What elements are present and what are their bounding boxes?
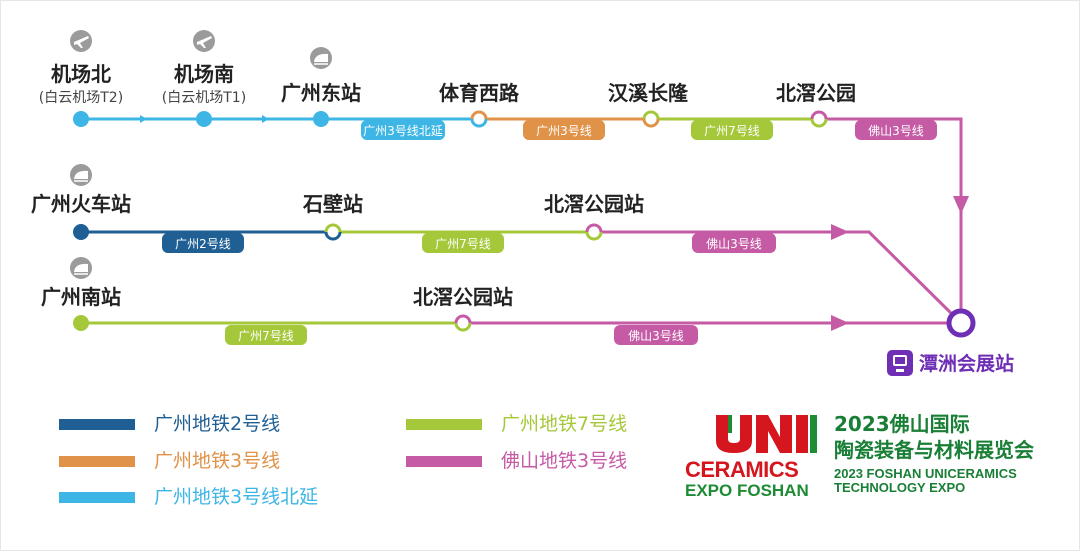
station-label-hanxi-changlong: 汉溪长隆 (608, 81, 689, 105)
legend-swatch-gz7 (406, 419, 482, 430)
transfer-beijiao-park-1-arc-b (810, 118, 828, 128)
transfer-beijiao-park-1-arc-a (810, 110, 828, 120)
transfer-beijiao-park-3-arc-b (454, 322, 472, 332)
segment-label-f3-row1-pill (855, 120, 937, 140)
segment-label-7-row2-pill (422, 233, 504, 253)
line-segment-f3-row1 (816, 117, 963, 323)
transfer-beijiao-park-2-arc-a (585, 223, 603, 233)
legend-label-gz7: 广州地铁7号线 (501, 413, 628, 435)
legend-swatch-fs3 (406, 456, 482, 467)
segment-label-2-text: 广州2号线 (175, 237, 231, 251)
station-label-shibi: 石壁站 (302, 192, 363, 216)
station-sublabel-jc-north: (白云机场T2) (39, 90, 123, 106)
uniceramics-logo: CERAMICS EXPO FOSHAN (684, 413, 824, 503)
expo-title-en-line2: TECHNOLOGY EXPO (834, 480, 966, 495)
station-label-gz-railway: 广州火车站 (31, 192, 131, 216)
transfer-hanxi-changlong-arc-b (642, 118, 660, 128)
station-dot-jc-south (196, 111, 212, 127)
segment-label-3-pill (523, 120, 605, 140)
station-dot-gz-south (73, 315, 89, 331)
station-label-beijiao-park-1: 北滘公园 (776, 81, 856, 105)
transfer-beijiao-park-3-arc-a (454, 314, 472, 324)
station-label-jc-south: 机场南 (174, 62, 234, 86)
segment-label-7-row2-text: 广州7号线 (435, 237, 491, 251)
segment-label-f3-row3-text: 佛山3号线 (628, 329, 684, 343)
expo-title-cn-line1: 2023佛山国际 (834, 412, 970, 436)
segment-label-7-row1-pill (691, 120, 773, 140)
segment-label-3-text: 广州3号线 (536, 124, 592, 138)
station-dot-jc-north (73, 111, 89, 127)
station-dot-gz-railway (73, 224, 89, 240)
train-icon-glyph (74, 263, 88, 272)
legend-swatch-gz3n (59, 492, 135, 503)
legend-swatch-gz2 (59, 419, 135, 430)
expo-title-en-line1: 2023 FOSHAN UNICERAMICS (834, 466, 1017, 481)
airplane-icon-glyph (197, 36, 212, 48)
direction-arrow-1 (140, 115, 147, 123)
segment-label-3n-text: 广州3号线北延 (363, 124, 443, 138)
transfer-shibi-arc-b (324, 231, 342, 241)
station-label-gz-south: 广州南站 (41, 285, 121, 309)
logo-word-expo-foshan: EXPO FOSHAN (685, 481, 809, 500)
train-icon-glyph (74, 170, 88, 179)
segment-label-7-row3-pill (225, 325, 307, 345)
legend-swatch-gz3 (59, 456, 135, 467)
transfer-hanxi-changlong-arc-a (642, 110, 660, 120)
segment-label-f3-row2-text: 佛山3号线 (706, 237, 762, 251)
metro-icon (887, 350, 913, 376)
transfer-beijiao-park-2-arc-b (585, 231, 603, 241)
station-sublabel-jc-south: (白云机场T1) (162, 90, 246, 106)
station-label-beijiao-park-2: 北滘公园站 (544, 192, 644, 216)
transfer-tiyu-xilu-arc-b (470, 118, 488, 128)
segment-label-3n-pill (361, 120, 445, 140)
legend-label-gz3n: 广州地铁3号线北延 (154, 486, 319, 508)
legend-label-gz3: 广州地铁3号线 (154, 450, 281, 472)
transfer-shibi-arc-a (324, 223, 342, 233)
destination-station-label: 潭洲会展站 (919, 353, 1015, 375)
station-label-beijiao-park-3: 北滘公园站 (413, 285, 513, 309)
uni-logo-mark (714, 413, 819, 455)
transfer-tiyu-xilu-arc-a (470, 110, 488, 120)
segment-label-2-pill (162, 233, 244, 253)
airplane-icon-glyph (74, 36, 89, 48)
direction-arrow-down (953, 196, 969, 214)
direction-arrow-row3 (831, 315, 849, 331)
station-label-tiyu-xilu: 体育西路 (439, 81, 520, 105)
station-label-gz-east: 广州东站 (281, 81, 361, 105)
segment-label-7-row1-text: 广州7号线 (704, 124, 760, 138)
expo-title-block: 2023佛山国际 陶瓷装备与材料展览会 2023 FOSHAN UNICERAM… (834, 411, 1034, 495)
expo-title-cn-line2: 陶瓷装备与材料展览会 (834, 438, 1034, 462)
legend-label-fs3: 佛山地铁3号线 (501, 450, 628, 472)
direction-arrow-row2 (831, 224, 849, 240)
station-label-jc-north: 机场北 (51, 62, 111, 86)
segment-label-f3-row1-text: 佛山3号线 (868, 124, 924, 138)
legend-label-gz2: 广州地铁2号线 (154, 413, 281, 435)
direction-arrow-2 (262, 115, 269, 123)
logo-word-ceramics: CERAMICS (685, 457, 799, 482)
segment-label-f3-row3-pill (614, 325, 698, 345)
line-segment-f3-row2 (594, 230, 963, 325)
segment-label-f3-row2-pill (692, 233, 776, 253)
station-dot-gz-east (313, 111, 329, 127)
destination-station-marker (946, 308, 976, 338)
segment-label-7-row3-text: 广州7号线 (238, 329, 294, 343)
train-icon-glyph (314, 53, 328, 62)
